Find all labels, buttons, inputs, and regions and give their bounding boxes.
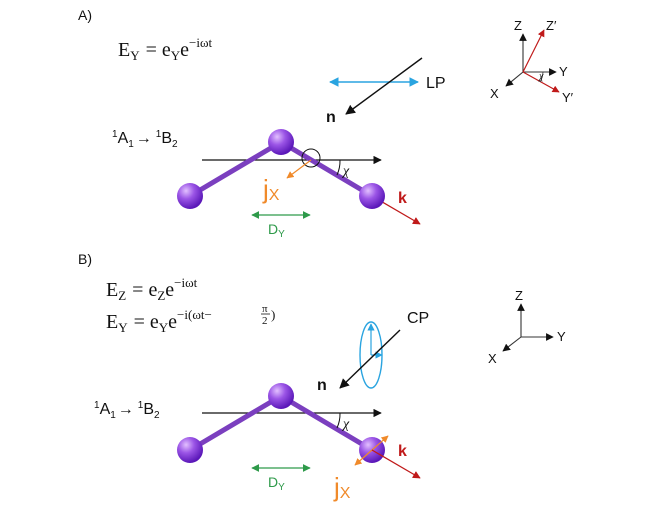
atom-left-a [177, 183, 203, 209]
transition-label-b: 1A1→1B2 [94, 400, 160, 421]
k-label-b: k [398, 443, 407, 460]
current-arrow-b [354, 449, 373, 466]
lp-label: LP [426, 75, 446, 92]
cp-label: CP [407, 310, 429, 327]
panel-a-label: A) [78, 7, 92, 23]
panel-a: A) EY= eYe−iωt LP n Z Z′ Y Y′ X χ 1A1→ [78, 7, 574, 240]
axes-a: Z Z′ Y Y′ X χ [490, 18, 574, 105]
panel-b-eq2-frac-num: π [262, 303, 268, 315]
n-label-a: n [326, 109, 336, 126]
transition-label-a: 1A1→1B2 [112, 129, 178, 150]
wavevector-arrow-b [371, 449, 421, 479]
axis-y-b: Y [557, 329, 566, 344]
bond-marker-a [301, 148, 321, 168]
chi-label-a: χ [341, 164, 350, 179]
dipole-label-b: DY [268, 474, 285, 493]
axis-yprime-a: Y′ [562, 90, 574, 105]
atom-right-a [359, 183, 385, 209]
panel-b-equation-2: EY= eYe−i(ωt− [106, 307, 212, 335]
bond-left-b [187, 393, 284, 453]
chi-arc-a [336, 159, 341, 176]
atom-center-b [268, 383, 294, 409]
axis-chi-a: χ [538, 71, 544, 82]
panel-b-label: B) [78, 251, 92, 267]
axis-zprime-a: Z′ [546, 18, 557, 33]
bond-right-a [278, 139, 375, 199]
axis-x-b: X [488, 351, 497, 366]
panel-b-equation-1: EZ= eZe−iωt [106, 275, 198, 303]
dipole-label-a: DY [268, 221, 285, 240]
propagation-arrow-a [345, 57, 423, 115]
bond-right-b [278, 393, 375, 453]
propagation-arrow-b [339, 329, 401, 389]
axis-z-b: Z [515, 288, 523, 303]
panel-b-eq2-frac-den: 2 [262, 315, 268, 327]
chi-arc-b [336, 412, 341, 429]
axis-z-a: Z [514, 18, 522, 33]
bond-left-a [187, 139, 284, 199]
k-label-a: k [398, 190, 407, 207]
axis-x-a: X [490, 86, 499, 101]
current-arrow-a [286, 159, 312, 179]
axes-b: Z Y X [488, 288, 566, 366]
chi-label-b: χ [341, 417, 350, 432]
current-label-b: jX [333, 472, 351, 502]
panel-a-equation: EY= eYe−iωt [118, 35, 213, 63]
panel-b-eq2-close: ) [271, 307, 275, 322]
current-label-a: jX [262, 174, 280, 204]
axis-y-a: Y [559, 64, 568, 79]
atom-center-a [268, 129, 294, 155]
atom-left-b [177, 437, 203, 463]
current-arrow-b-2 [371, 435, 389, 451]
n-label-b: n [317, 377, 327, 394]
panel-b: B) EZ= eZe−iωt EY= eYe−i(ωt− π 2 ) CP n … [78, 251, 566, 502]
